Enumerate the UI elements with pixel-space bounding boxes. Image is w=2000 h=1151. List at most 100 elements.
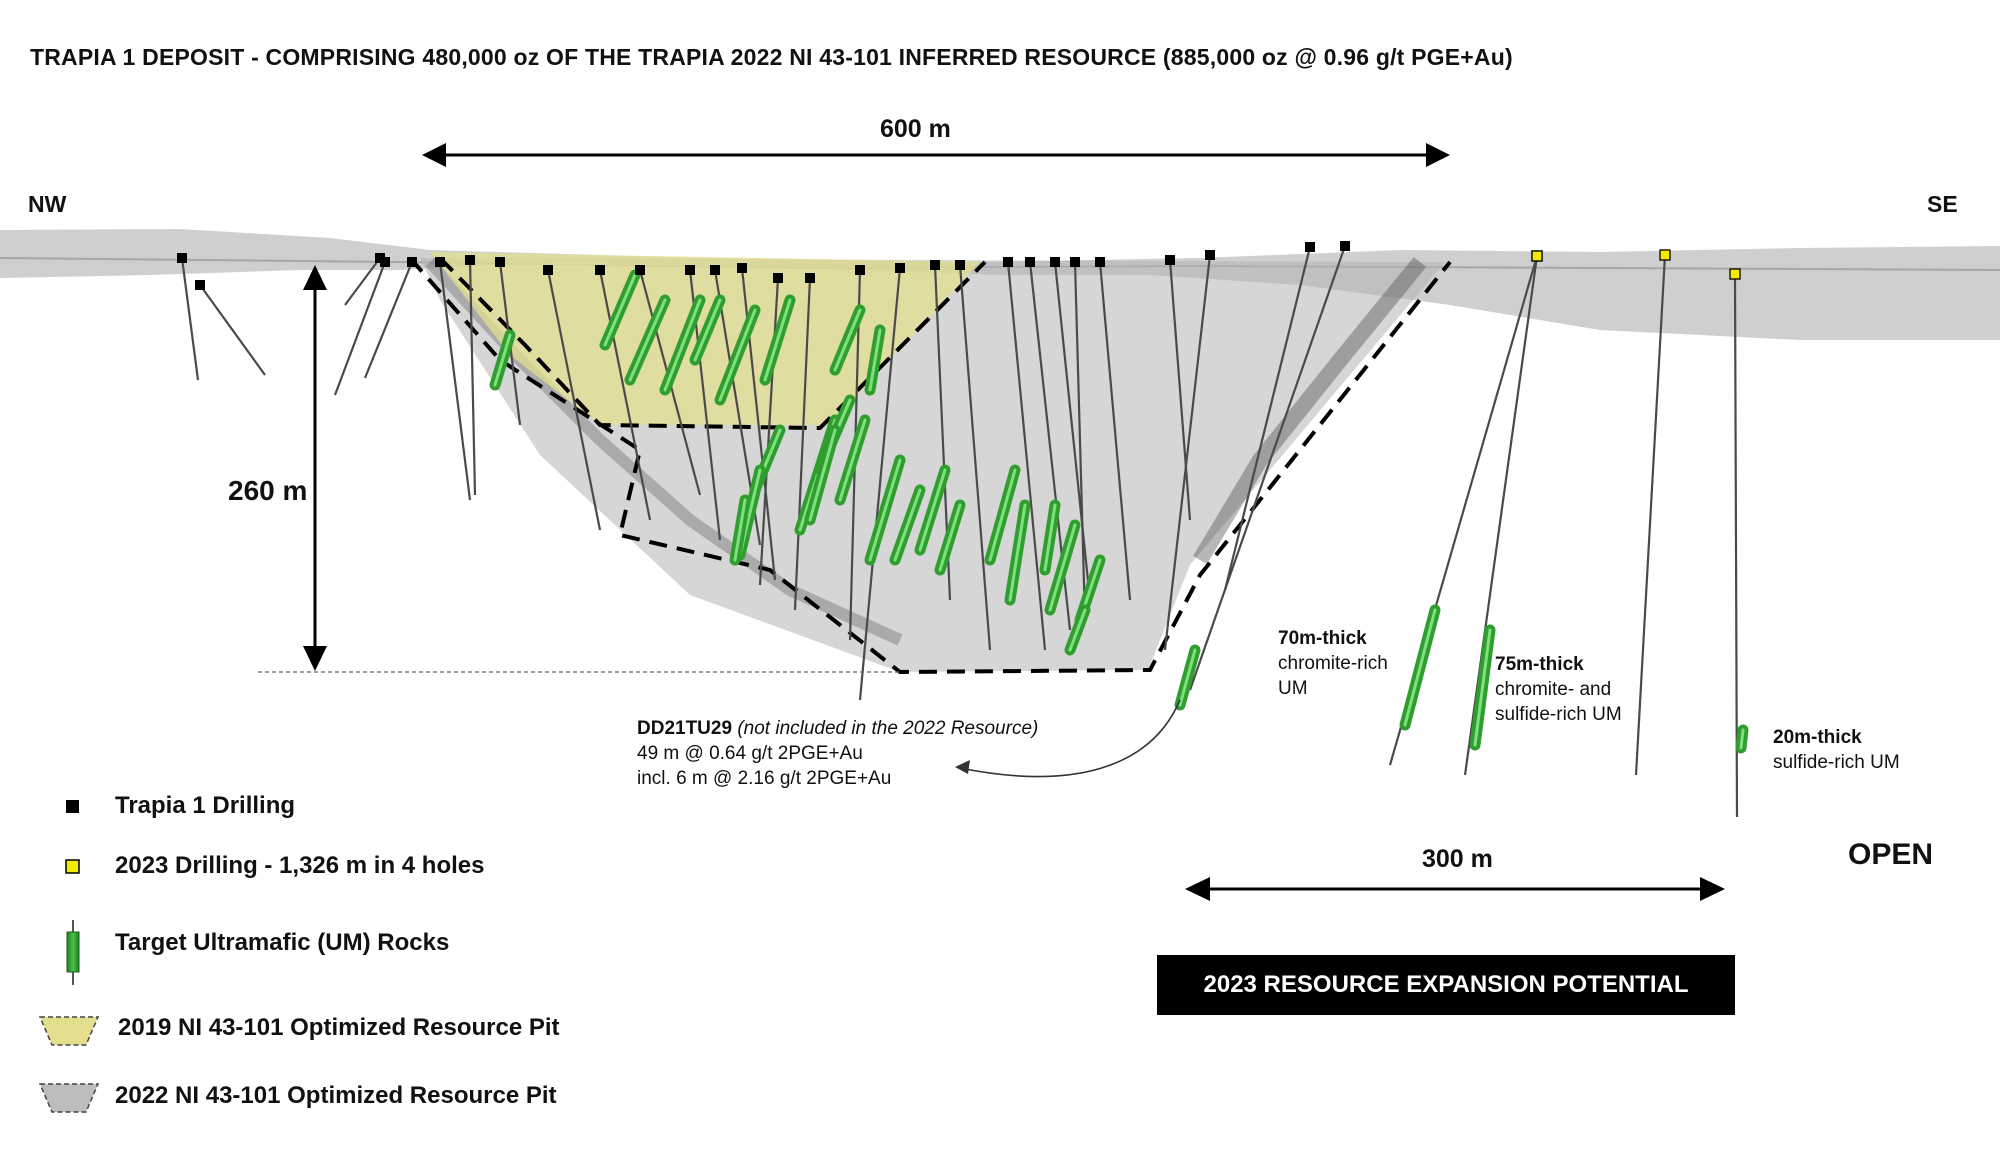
collar-trapia: [1205, 250, 1215, 260]
legend-pit-2022: 2022 NI 43-101 Optimized Resource Pit: [115, 1082, 557, 1109]
drill-trace: [333, 261, 387, 396]
dimension-600m: 600 m: [880, 115, 951, 143]
collar-2023: [1531, 250, 1543, 262]
legend-pit-2019-icon: [38, 1016, 100, 1046]
drill-trace: [199, 284, 266, 376]
dimension-300m: 300 m: [1422, 845, 1493, 873]
dimension-260m: 260 m: [228, 475, 308, 506]
um-intercept-highlight: [938, 503, 962, 572]
pit-2022-outline: [408, 256, 1452, 675]
um-intercept-highlight: [918, 468, 947, 552]
um-intercept-highlight: [763, 298, 792, 382]
um-intercept-highlight: [838, 418, 867, 502]
collar-trapia: [895, 263, 905, 273]
direction-nw: NW: [28, 191, 67, 217]
drill-trace: [858, 267, 902, 701]
drill-trace: [180, 257, 200, 381]
um-intercept-highlight: [893, 488, 922, 562]
collar-trapia: [543, 265, 553, 275]
resource-expansion-banner: 2023 RESOURCE EXPANSION POTENTIAL: [1157, 955, 1735, 1015]
collar-trapia: [955, 260, 965, 270]
collar-trapia: [380, 257, 390, 267]
collar-trapia: [1340, 241, 1350, 251]
annotation-75m-um: 75m-thick chromite- and sulfide-rich UM: [1495, 654, 1622, 725]
collar-trapia: [710, 265, 720, 275]
drill-trace: [1098, 261, 1132, 601]
collar-trapia: [1165, 255, 1175, 265]
collar-trapia: [495, 257, 505, 267]
collar-trapia: [930, 260, 940, 270]
collar-trapia: [195, 280, 205, 290]
um-intercept-highlight: [1403, 608, 1437, 727]
drill-trace: [1733, 273, 1739, 818]
legend-trapia-drilling: Trapia 1 Drilling: [115, 792, 296, 819]
drill-traces: [180, 245, 1739, 818]
um-intercept-highlight: [988, 468, 1017, 562]
drill-trace: [344, 257, 381, 306]
annotation-20m-um: 20m-thick sulfide-rich UM: [1773, 727, 1900, 773]
drill-trace: [598, 269, 652, 521]
collar-trapia: [773, 273, 783, 283]
drill-trace: [438, 261, 472, 501]
collar-trapia: [685, 265, 695, 275]
collars: [177, 241, 1741, 290]
collar-trapia: [1095, 257, 1105, 267]
collar-trapia: [737, 263, 747, 273]
drill-trace: [758, 277, 780, 586]
collar-trapia: [1050, 257, 1060, 267]
drill-trace: [1006, 261, 1047, 651]
collar-trapia: [595, 265, 605, 275]
pit-2019-outline: [438, 256, 987, 431]
um-intercept-highlight: [493, 333, 512, 387]
legend-2023-drilling: 2023 Drilling - 1,326 m in 4 holes: [115, 852, 485, 879]
drill-trace: [1634, 254, 1667, 776]
collar-trapia: [435, 257, 445, 267]
um-intercept-highlight: [1068, 608, 1087, 652]
collar-2023: [1729, 268, 1741, 280]
um-intercept-highlight: [1043, 503, 1057, 572]
um-intercept-highlight: [663, 298, 702, 392]
legend-trapia-collar-icon: [66, 800, 79, 813]
um-intercept-highlight: [693, 298, 722, 362]
um-intercept-highlight: [603, 273, 637, 347]
collar-trapia: [1025, 257, 1035, 267]
drill-trace: [546, 269, 602, 531]
collar-trapia: [1070, 257, 1080, 267]
drill-trace: [1163, 254, 1212, 651]
drill-trace: [1073, 261, 1087, 621]
legend-pit-2022-icon: [38, 1083, 100, 1113]
collar-trapia: [635, 265, 645, 275]
um-intercept-highlight: [808, 428, 837, 522]
um-intercept-highlight: [1048, 523, 1077, 612]
drill-trace: [958, 264, 992, 651]
um-intercept-highlight: [1473, 628, 1492, 747]
open-label: OPEN: [1848, 838, 1934, 871]
legend-um-icon: [66, 920, 80, 985]
um-intercept-highlight: [1178, 648, 1197, 707]
um-intercept-highlight: [1008, 503, 1027, 602]
um-intercept-highlight: [718, 308, 757, 402]
collar-trapia: [465, 255, 475, 265]
drill-trace: [1168, 259, 1192, 521]
direction-se: SE: [1927, 191, 1958, 217]
annotation-dd21tu29: DD21TU29 (not included in the 2022 Resou…: [637, 718, 1039, 789]
annotation-70m-um: 70m-thick chromite-rich UM: [1278, 628, 1388, 699]
legend-target-um: Target Ultramafic (UM) Rocks: [115, 929, 450, 956]
legend-pit-2019: 2019 NI 43-101 Optimized Resource Pit: [118, 1014, 560, 1041]
collar-trapia: [855, 265, 865, 275]
legend-2023-collar-icon: [65, 859, 80, 874]
drill-trace: [468, 259, 477, 496]
collar-trapia: [177, 253, 187, 263]
collar-trapia: [805, 273, 815, 283]
collar-2023: [1659, 249, 1671, 261]
um-intercepts: [489, 269, 1749, 754]
um-intercept-highlight: [833, 308, 862, 372]
um-intercept-highlight: [733, 498, 747, 562]
um-intercept-highlight: [868, 458, 902, 562]
dd21tu29-callout-arrow: [959, 699, 1181, 778]
page-title: TRAPIA 1 DEPOSIT - COMPRISING 480,000 oz…: [30, 44, 1513, 70]
collar-trapia: [1003, 257, 1013, 267]
um-intercept-highlight: [628, 298, 667, 382]
drill-trace: [1188, 245, 1347, 691]
